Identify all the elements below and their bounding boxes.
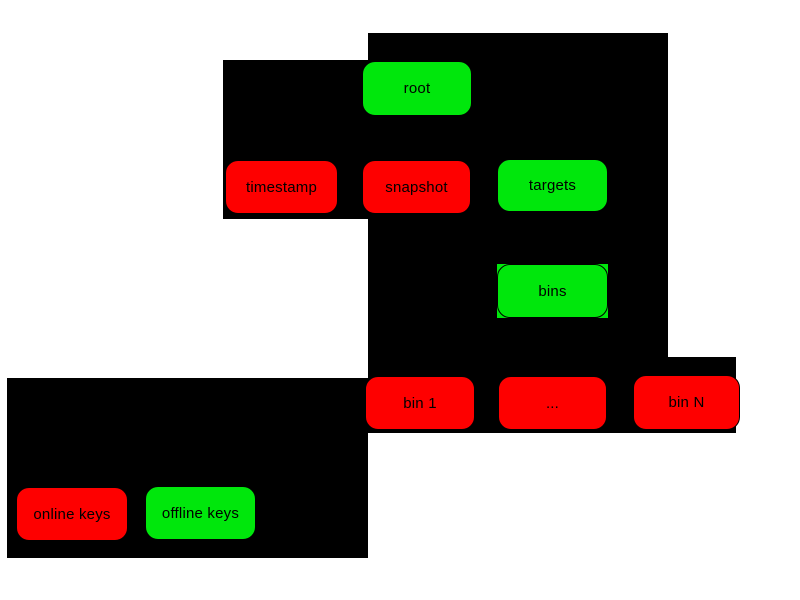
node-online-keys: online keys xyxy=(16,487,128,541)
node-root: root xyxy=(362,61,472,116)
node-online-keys-label: online keys xyxy=(33,505,111,523)
node-timestamp-label: timestamp xyxy=(246,178,317,196)
node-bin-n-label: bin N xyxy=(668,394,705,411)
node-bins: bins xyxy=(497,264,608,318)
node-offline-keys: offline keys xyxy=(145,486,256,540)
node-targets: targets xyxy=(497,159,608,212)
node-root-label: root xyxy=(403,80,431,97)
node-snapshot: snapshot xyxy=(362,160,471,214)
node-bins-label: bins xyxy=(538,282,567,300)
node-snapshot-label: snapshot xyxy=(385,178,448,196)
node-bin-1: bin 1 xyxy=(365,376,475,430)
node-bin-n: bin N xyxy=(633,375,740,430)
node-timestamp: timestamp xyxy=(225,160,338,214)
node-bin-ellipsis-label: ... xyxy=(545,394,560,412)
node-bin-1-label: bin 1 xyxy=(403,394,437,412)
node-targets-label: targets xyxy=(528,177,577,194)
node-bin-ellipsis: ... xyxy=(498,376,607,430)
node-offline-keys-label: offline keys xyxy=(161,504,240,522)
